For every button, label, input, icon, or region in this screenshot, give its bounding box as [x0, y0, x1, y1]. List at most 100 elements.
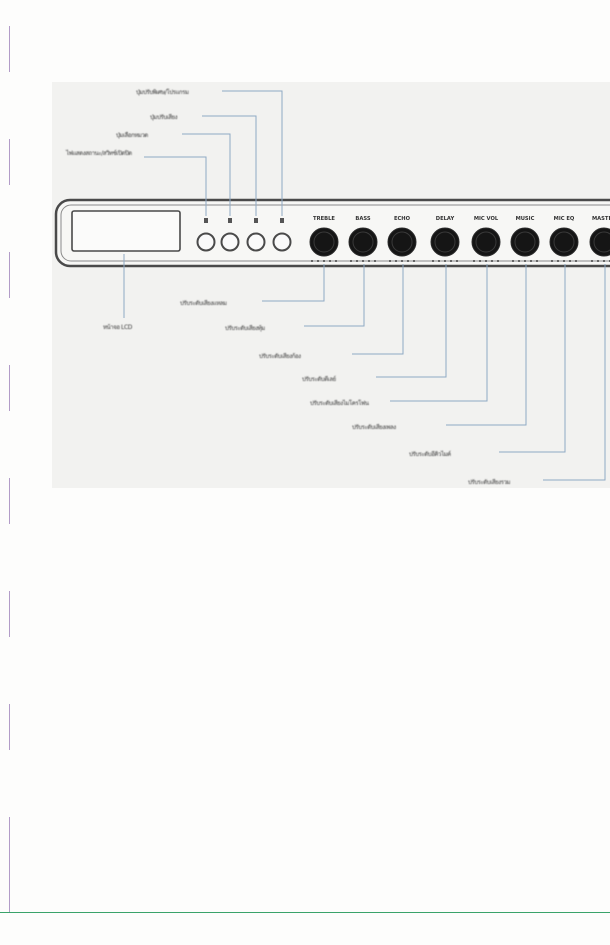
- callout-knob-bass: ปรับระดับเสียงทุ้ม: [225, 325, 265, 332]
- leader-knob-2: [304, 264, 365, 327]
- knob-scale-7-1: [551, 260, 553, 262]
- knob-header-3: ECHO: [394, 216, 411, 222]
- knob-scale-4-1: [432, 260, 434, 262]
- lcd-display: [71, 210, 181, 252]
- knob-scale-2-3: [362, 260, 364, 262]
- leader-knob-4: [376, 264, 447, 378]
- leader-knob-8: [543, 264, 606, 481]
- callout-button-3: ปุ่มปรับเสียง: [150, 114, 178, 121]
- margin-rule-2: [9, 139, 10, 185]
- knob-ring-8: [593, 231, 610, 253]
- knob-scale-6-4: [530, 260, 532, 262]
- callout-button-4: ปุ่มปรับพิเศษ/โปรแกรม: [136, 89, 189, 96]
- knob-scale-1-3: [323, 260, 325, 262]
- margin-rule-8: [9, 817, 10, 913]
- device-body-inner: [60, 204, 610, 262]
- knob-scale-5-2: [479, 260, 481, 262]
- leader-top-4: [144, 156, 207, 216]
- button-indicator-1: [204, 218, 208, 223]
- knob-scale-3-1: [389, 260, 391, 262]
- push-button-2: [220, 232, 240, 252]
- callout-knob-delay: ปรับระดับดีเลย์: [302, 376, 336, 383]
- knob-header-2: BASS: [355, 216, 370, 222]
- callout-knob-master: ปรับระดับเสียงรวม: [468, 479, 511, 486]
- knob-scale-3-3: [401, 260, 403, 262]
- leader-knob-7: [499, 264, 566, 453]
- knob-ring-1: [313, 231, 335, 253]
- knob-scale-6-5: [536, 260, 538, 262]
- knob-ring-6: [514, 231, 536, 253]
- knob-scale-3-2: [395, 260, 397, 262]
- knob-scale-2-4: [368, 260, 370, 262]
- margin-rule-6: [9, 591, 10, 637]
- knob-scale-2-1: [350, 260, 352, 262]
- knob-scale-5-3: [485, 260, 487, 262]
- leader-knob-5: [390, 264, 488, 402]
- callout-display: หน้าจอ LCD: [103, 324, 133, 331]
- margin-rule-4: [9, 365, 10, 411]
- margin-rule-5: [9, 478, 10, 524]
- knob-scale-6-1: [512, 260, 514, 262]
- button-indicator-4: [280, 218, 284, 223]
- leader-top-2: [202, 115, 257, 216]
- knob-header-5: MIC VOL: [474, 216, 499, 222]
- knob-header-4: DELAY: [436, 216, 455, 222]
- knob-scale-1-1: [311, 260, 313, 262]
- knob-scale-2-5: [374, 260, 376, 262]
- callout-knob-mic-vol: ปรับระดับเสียงไมโครโฟน: [310, 400, 369, 407]
- knob-header-1: TREBLE: [313, 216, 335, 222]
- callout-knob-treble: ปรับระดับเสียงแหลม: [180, 300, 227, 307]
- push-button-4: [272, 232, 292, 252]
- knob-ring-7: [553, 231, 575, 253]
- margin-rule-1: [9, 26, 10, 72]
- leader-top-3: [182, 133, 231, 216]
- knob-scale-4-5: [456, 260, 458, 262]
- leader-top-1: [222, 90, 283, 216]
- margin-rule-7: [9, 704, 10, 750]
- margin-rule-3: [9, 252, 10, 298]
- bottom-rule: [0, 912, 610, 913]
- diagram-panel: TREBLE BASS ECHO DELAY MIC VOL MUSIC MIC EQ MAS…: [52, 82, 610, 488]
- knob-ring-5: [475, 231, 497, 253]
- knob-scale-2-2: [356, 260, 358, 262]
- knob-scale-7-5: [575, 260, 577, 262]
- knob-header-6: MUSIC: [516, 216, 535, 222]
- leader-knob-6: [446, 264, 527, 426]
- knob-scale-8-3: [603, 260, 605, 262]
- knob-scale-5-5: [497, 260, 499, 262]
- knob-scale-3-4: [407, 260, 409, 262]
- knob-ring-3: [391, 231, 413, 253]
- leader-knob-3: [352, 264, 404, 355]
- button-indicator-3: [254, 218, 258, 223]
- knob-scale-6-3: [524, 260, 526, 262]
- knob-scale-7-3: [563, 260, 565, 262]
- knob-scale-5-4: [491, 260, 493, 262]
- knob-ring-4: [434, 231, 456, 253]
- knob-scale-1-5: [335, 260, 337, 262]
- knob-scale-6-2: [518, 260, 520, 262]
- callout-knob-music: ปรับระดับเสียงเพลง: [352, 424, 396, 431]
- device-diagram: TREBLE BASS ECHO DELAY MIC VOL MUSIC MIC EQ MAS…: [54, 90, 610, 481]
- knob-scale-8-1: [591, 260, 593, 262]
- knob-scale-8-2: [597, 260, 599, 262]
- callout-knob-mic-eq: ปรับระดับอีคิวไมค์: [409, 451, 451, 458]
- knob-header-7: MIC EQ: [554, 216, 575, 222]
- leader-knob-1: [262, 264, 325, 302]
- callout-knob-echo: ปรับระดับเสียงก้อง: [259, 353, 301, 360]
- knob-scale-4-4: [450, 260, 452, 262]
- knob-scale-1-4: [329, 260, 331, 262]
- callout-button-1: ไฟแสดงสถานะ/สวิทช์เปิดปิด: [66, 150, 132, 157]
- knob-scale-3-5: [413, 260, 415, 262]
- knob-ring-2: [352, 231, 374, 253]
- knob-scale-4-2: [438, 260, 440, 262]
- knob-scale-7-2: [557, 260, 559, 262]
- knob-8: [589, 227, 610, 257]
- knob-header-8: MASTER: [592, 216, 610, 222]
- knob-scale-4-3: [444, 260, 446, 262]
- knob-scale-5-1: [473, 260, 475, 262]
- push-button-3: [246, 232, 266, 252]
- button-indicator-2: [228, 218, 232, 223]
- push-button-1: [196, 232, 216, 252]
- knob-scale-7-4: [569, 260, 571, 262]
- callout-button-2: ปุ่มเลือกหมวด: [116, 132, 148, 139]
